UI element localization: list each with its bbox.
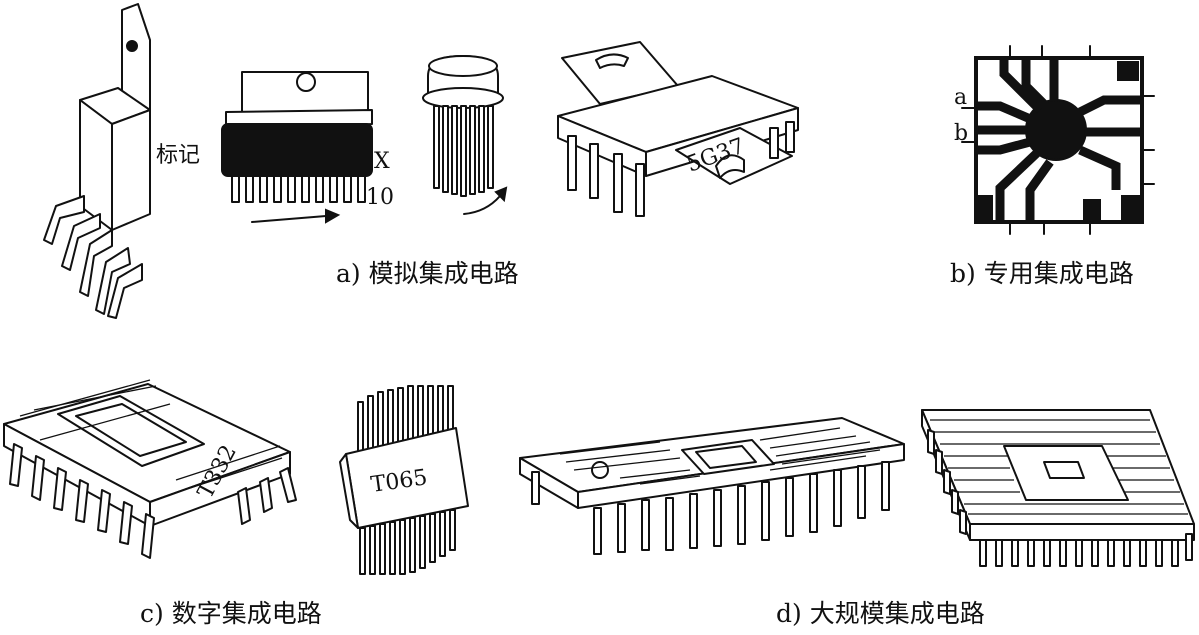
- power-ic-package: [43, 3, 151, 319]
- pin-x-label: X: [374, 149, 390, 174]
- lsi-quad-flat-package: [921, 409, 1195, 567]
- caption-asic: b) 专用集成电路: [950, 259, 1134, 288]
- caption-digital: c) 数字集成电路: [140, 599, 322, 628]
- metal-can-package: [422, 55, 508, 215]
- digital-dip-package: T332: [3, 379, 297, 559]
- pad-a-label: a: [954, 85, 967, 110]
- lsi-dip-package: [519, 417, 905, 555]
- caption-analog: a) 模拟集成电路: [336, 259, 519, 288]
- caption-lsi: d) 大规模集成电路: [776, 599, 985, 628]
- pin-count-label: 10: [366, 185, 394, 210]
- dip-heatsink-package: 5G37: [557, 41, 799, 217]
- sip-ic-package: [221, 71, 373, 224]
- pad-b-label: b: [954, 121, 968, 146]
- digital-flatpack-package: T065: [339, 385, 469, 575]
- asic-die: [961, 45, 1155, 235]
- mark-label: 标记: [156, 143, 200, 168]
